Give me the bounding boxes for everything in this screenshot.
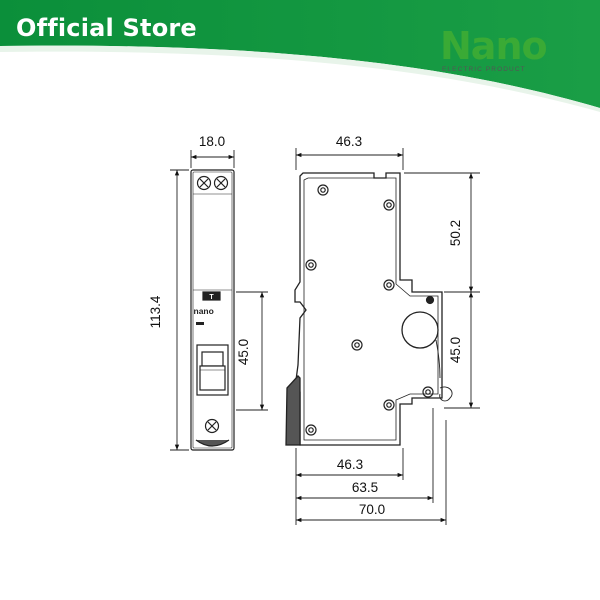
front-body-inner xyxy=(192,171,233,449)
brand-tagline: ELECTRIC PRODUCT xyxy=(442,66,526,73)
nano-logo: Nano ELECTRIC PRODUCT xyxy=(440,26,570,78)
side-rivets xyxy=(305,184,435,436)
front-height-label: 113.4 xyxy=(148,295,163,328)
front-width-label: 18.0 xyxy=(199,134,225,149)
side-screw-hook xyxy=(439,386,453,402)
side-bottom-width-label: 46.3 xyxy=(337,457,363,472)
front-base-clip xyxy=(195,439,230,447)
side-top-width-label: 46.3 xyxy=(336,134,362,149)
front-window-label: 45.0 xyxy=(236,339,251,365)
side-mid-width-label: 63.5 xyxy=(352,480,378,495)
side-body-outline xyxy=(294,172,443,446)
official-store-label: Official Store xyxy=(16,14,197,42)
front-view: T nano xyxy=(190,169,235,451)
top-terminal-screws xyxy=(196,175,229,191)
face-mark: T xyxy=(209,294,214,301)
banner-wave xyxy=(0,0,600,113)
toggle-window xyxy=(196,344,229,396)
face-mark-box xyxy=(202,291,221,301)
din-rail-clip xyxy=(285,375,301,446)
side-upper-height-label: 50.2 xyxy=(448,220,463,246)
side-view xyxy=(285,172,453,446)
side-total-width-label: 70.0 xyxy=(359,502,385,517)
front-dimensions xyxy=(170,150,268,451)
header-banner: Official Store xyxy=(0,0,600,120)
brand-name: Nano xyxy=(440,24,548,68)
side-dimensions xyxy=(295,148,480,525)
face-brand: nano xyxy=(194,306,214,316)
toggle-lever xyxy=(201,351,224,367)
terminal-opening xyxy=(401,311,439,349)
bottom-terminal-screw xyxy=(204,418,220,434)
side-lower-height-label: 45.0 xyxy=(448,337,463,363)
